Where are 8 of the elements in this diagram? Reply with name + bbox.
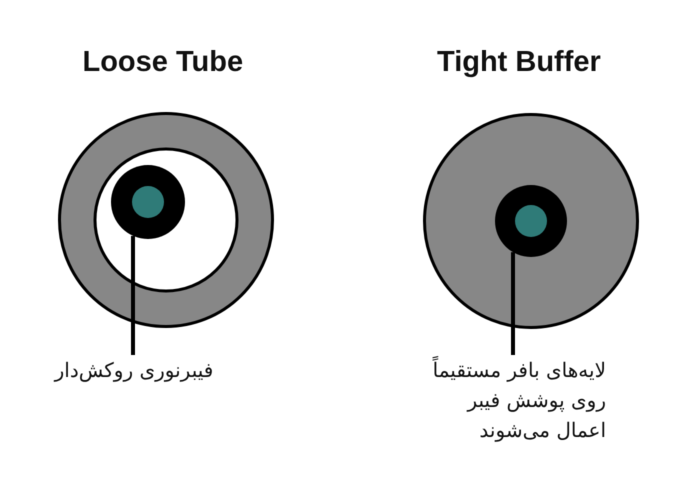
- coated-fiber: [495, 185, 567, 257]
- leader-line: [511, 252, 515, 355]
- leader-line: [131, 236, 135, 355]
- cable-type-heading: Loose Tube: [82, 44, 244, 80]
- callout-text: فیبرنوری روکش‌دار: [54, 355, 214, 385]
- cable-type-heading: Tight Buffer: [437, 44, 601, 80]
- coated-fiber: [111, 165, 185, 239]
- callout-text: لایه‌های بافر مستقیماً روی پوشش فیبر اعمال می‌شوند: [391, 355, 606, 445]
